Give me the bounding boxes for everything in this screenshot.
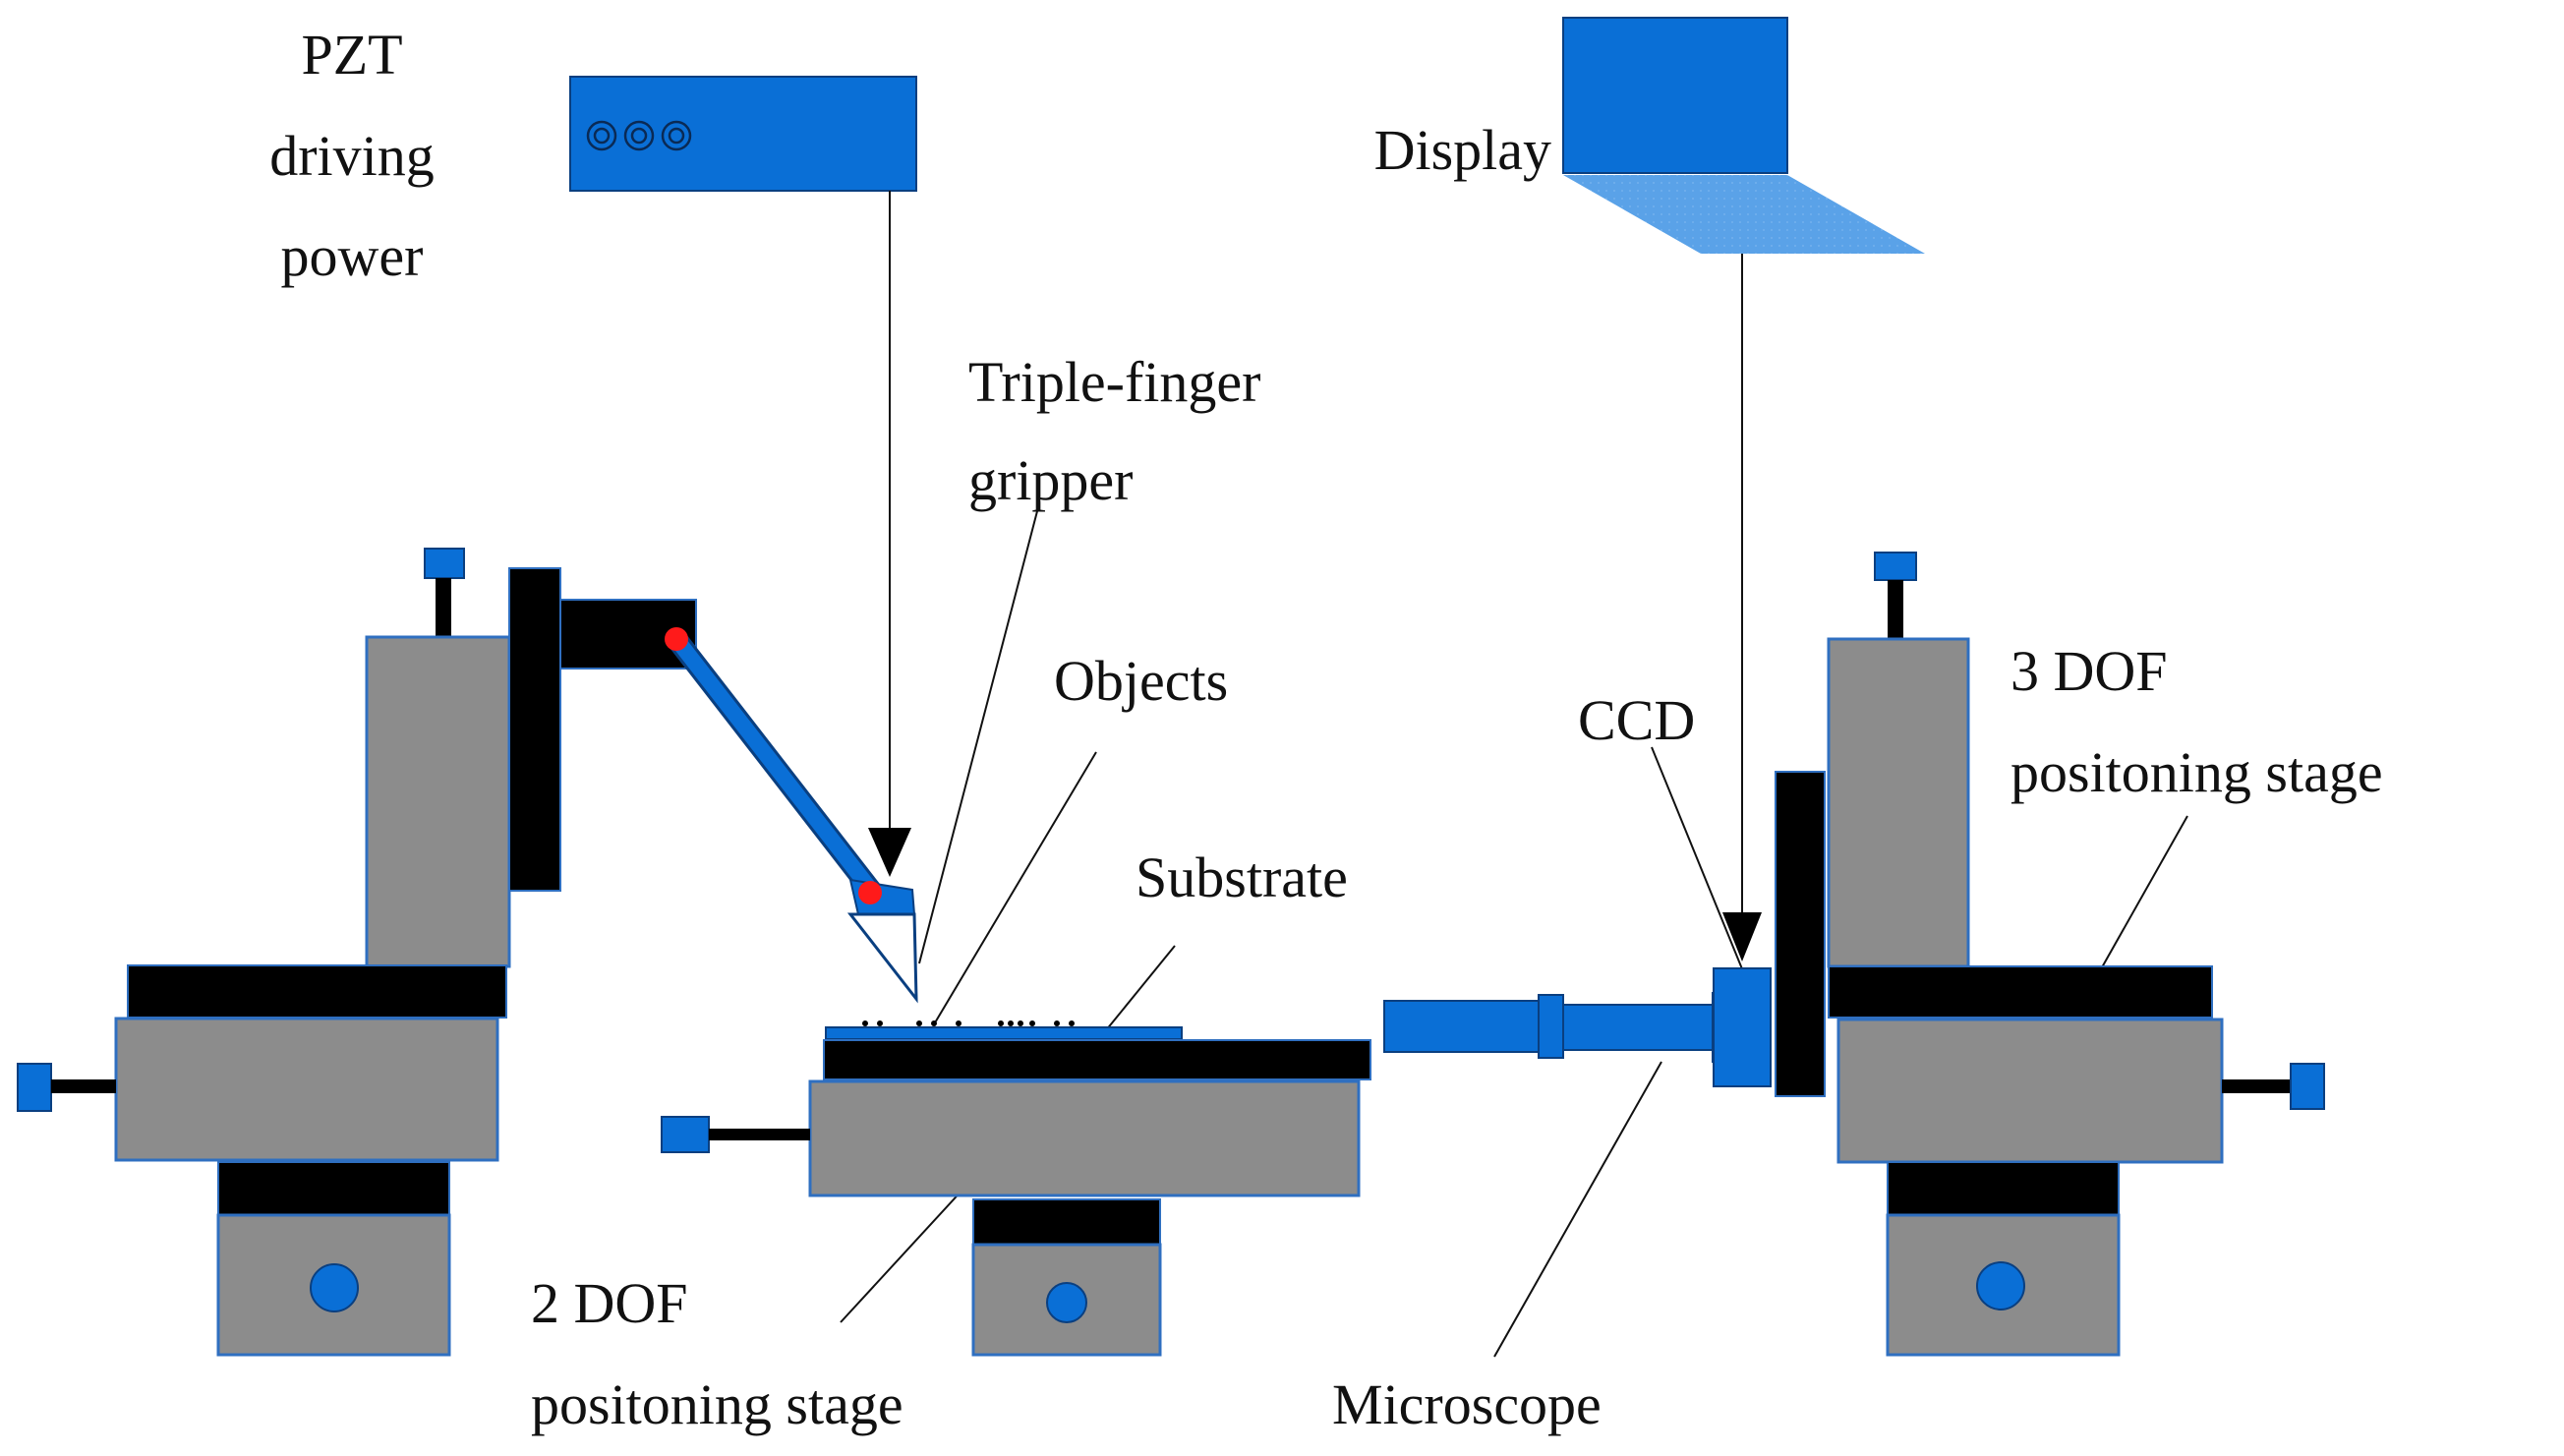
label-2dof-stage: positoning stage: [531, 1372, 903, 1436]
gripper-tip-dot: [858, 881, 882, 904]
display-screen: [1563, 175, 1925, 254]
label-gripper: gripper: [968, 448, 1134, 512]
label-driving: driving: [269, 124, 435, 188]
triple-finger-gripper: [665, 627, 918, 1004]
label-triple-finger: Triple-finger: [968, 350, 1260, 414]
label-substrate: Substrate: [1136, 845, 1348, 909]
microscope: [1383, 992, 1731, 1063]
ccd-camera: [1713, 967, 1772, 1087]
center-positioning-stage: [661, 1020, 1371, 1357]
label-ccd: CCD: [1578, 688, 1695, 752]
label-objects: Objects: [1054, 649, 1228, 713]
leader-lines: [840, 191, 2188, 1358]
display-monitor: [1562, 17, 1925, 254]
right-positioning-stage: [1775, 552, 2325, 1357]
label-microscope: Microscope: [1332, 1372, 1602, 1436]
substrate: [825, 1026, 1183, 1040]
pzt-arrow-head: [868, 828, 911, 877]
knob-icon: [586, 120, 692, 151]
label-pzt: PZT: [301, 23, 402, 87]
pzt-driving-power-unit: [569, 76, 917, 192]
left-positioning-stage: [17, 548, 697, 1357]
label-3dof-stage: positoning stage: [2010, 740, 2383, 804]
label-3dof: 3 DOF: [2010, 639, 2168, 703]
display-arrow-head: [1722, 912, 1762, 961]
label-power: power: [281, 224, 424, 288]
labels: PZT driving power Display Triple-finger …: [269, 23, 2382, 1436]
label-display: Display: [1374, 118, 1551, 182]
objects-on-substrate: [862, 1020, 1075, 1026]
label-2dof: 2 DOF: [531, 1271, 688, 1335]
gripper-joint-dot: [665, 627, 688, 651]
